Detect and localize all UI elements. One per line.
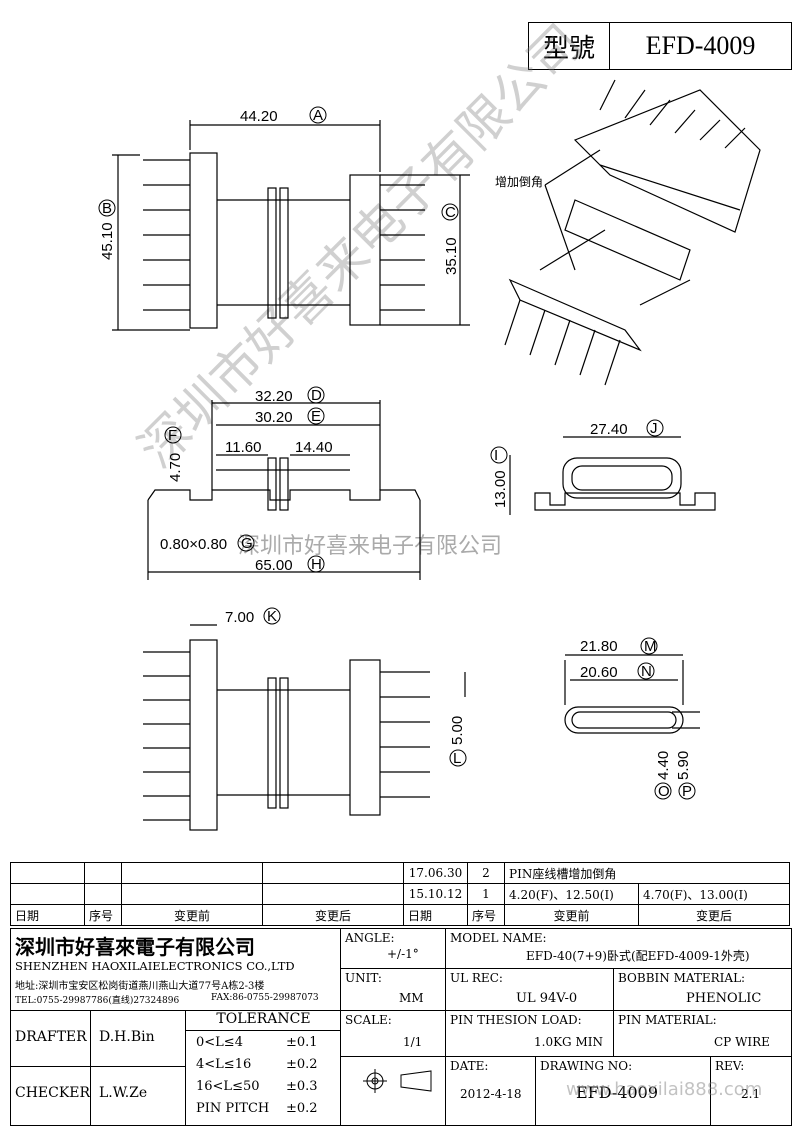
svg-text:L: L (453, 750, 461, 767)
dim-w2: 14.40 (295, 439, 333, 456)
dim-b: 45.10 (99, 222, 116, 260)
perspective-view (504, 79, 761, 386)
svg-text:G: G (241, 535, 253, 552)
svg-text:A: A (313, 107, 323, 124)
revision-header-row: 日期序号 变更前变更后 日期序号 变更前变更后 (10, 904, 790, 926)
model-label: 型號 (529, 23, 610, 69)
svg-text:H: H (311, 556, 322, 573)
svg-text:M: M (644, 638, 657, 655)
dim-h: 65.00 (255, 557, 293, 574)
dim-l: 5.00 (449, 716, 466, 745)
svg-text:B: B (102, 200, 112, 217)
svg-text:N: N (641, 663, 652, 680)
title-box: 型號 EFD-4009 (528, 22, 792, 70)
chamfer-note: 增加倒角 (495, 175, 543, 189)
model-number: EFD-4009 (645, 31, 756, 60)
revision-row: 15.10.12 1 4.20(F)、12.50(I) 4.70(F)、13.0… (10, 883, 790, 905)
dim-a: 44.20 (240, 108, 278, 125)
svg-text:O: O (658, 783, 670, 800)
svg-text:J: J (650, 420, 658, 437)
dim-c: 35.10 (443, 237, 460, 275)
top-view (112, 120, 470, 331)
side-view (147, 400, 421, 580)
technical-drawing: 44.20 A 45.10 B 35.10 C 增加倒角 32.20 D 30.… (98, 79, 761, 831)
dim-d: 32.20 (255, 388, 293, 405)
dim-i: 13.00 (492, 470, 509, 508)
dim-k: 7.00 (225, 609, 254, 626)
revision-row: 17.06.30 2 PIN座线槽增加倒角 (10, 862, 790, 884)
dim-p: 5.90 (675, 751, 692, 780)
svg-text:I: I (494, 447, 498, 464)
dim-o: 4.40 (655, 751, 672, 780)
svg-text:P: P (682, 783, 692, 800)
dim-m: 21.80 (580, 638, 618, 655)
revision-table: 17.06.30 2 PIN座线槽增加倒角 15.10.12 1 4.20(F)… (10, 862, 790, 926)
svg-text:D: D (311, 387, 322, 404)
svg-text:C: C (445, 204, 456, 221)
dim-w1: 11.60 (225, 439, 261, 456)
svg-text:F: F (168, 427, 177, 444)
svg-text:E: E (311, 408, 321, 425)
end-view (509, 436, 716, 515)
company-block: 深圳市好喜來電子有限公司 SHENZHEN HAOXILAIELECTRONIC… (11, 929, 341, 1011)
pin-section (564, 654, 700, 734)
dim-j: 27.40 (590, 421, 628, 438)
dim-n: 20.60 (580, 664, 618, 681)
title-block: 深圳市好喜來電子有限公司 SHENZHEN HAOXILAIELECTRONIC… (10, 928, 792, 1126)
bottom-view (143, 624, 466, 831)
dim-f: 4.70 (167, 453, 184, 482)
svg-text:K: K (267, 608, 277, 625)
projection-symbol (341, 1057, 446, 1125)
watermark-url: www.haoxilai888.com (566, 1079, 763, 1100)
watermark-horizontal: 深圳市好喜来电子有限公司 (238, 534, 503, 559)
dim-e: 30.20 (255, 409, 293, 426)
dim-g: 0.80×0.80 (160, 536, 227, 553)
tolerance-block: TOLERANCE 0<L≤4 ±0.1 4<L≤16 ±0.2 16<L≤50… (186, 1011, 341, 1125)
